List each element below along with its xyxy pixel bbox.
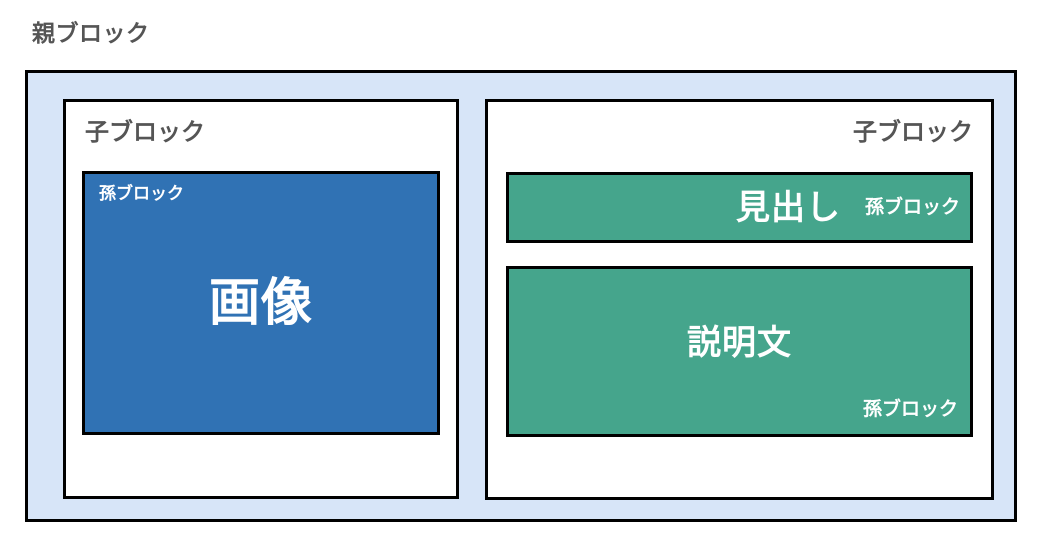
grandchild-description-tag: 孫ブロック (862, 399, 958, 420)
grandchild-heading-label: 見出し (735, 188, 841, 227)
page-title: 親ブロック (32, 20, 150, 46)
grandchild-heading-tag: 孫ブロック (864, 196, 960, 218)
grandchild-heading-row: 見出し 孫ブロック (736, 175, 960, 240)
child-block-left-label: 子ブロック (85, 119, 205, 146)
grandchild-block-heading: 見出し 孫ブロック (506, 172, 973, 243)
grandchild-description-label: 説明文 (687, 324, 792, 362)
grandchild-block-image: 孫ブロック 画像 (82, 171, 440, 435)
grandchild-image-tag: 孫ブロック (99, 184, 184, 203)
child-block-right-label: 子ブロック (853, 119, 973, 146)
child-block-right: 子ブロック 見出し 孫ブロック 説明文 孫ブロック (485, 99, 994, 500)
grandchild-block-description: 説明文 孫ブロック (506, 266, 973, 437)
grandchild-image-label: 画像 (208, 274, 313, 331)
child-block-left: 子ブロック 孫ブロック 画像 (63, 99, 459, 499)
parent-block: 子ブロック 孫ブロック 画像 子ブロック 見出し 孫ブロック 説明文 孫ブロック (25, 70, 1017, 522)
